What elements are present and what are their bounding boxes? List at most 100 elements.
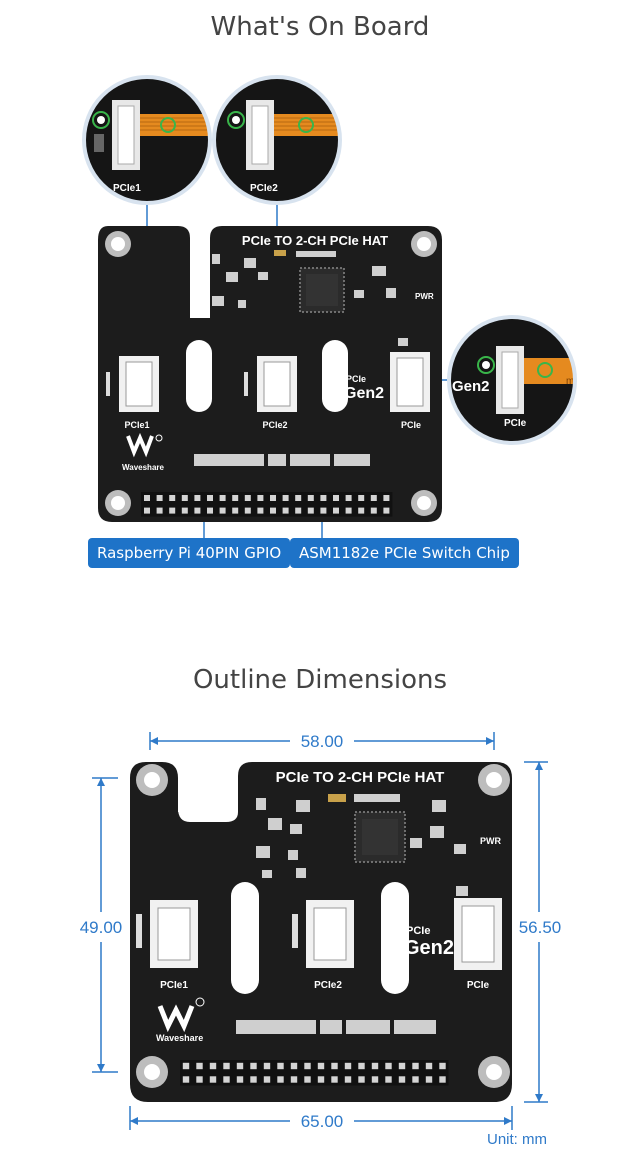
- board-slot-right: [322, 340, 348, 412]
- gpio-pin: [182, 1062, 190, 1070]
- gpio-pin: [333, 495, 339, 501]
- dimension-lines: [92, 732, 548, 1130]
- gpio-pin: [244, 507, 251, 514]
- section-title-outline-dimensions: Outline Dimensions: [192, 665, 448, 695]
- gpio-pin: [439, 1062, 446, 1070]
- smd-components: [212, 250, 408, 346]
- gpio-pin: [209, 1062, 217, 1070]
- gpio-pin: [370, 495, 377, 501]
- gpio-pin: [385, 1062, 392, 1070]
- dim-right-height: 56.50: [519, 918, 562, 937]
- gpio-pin: [232, 495, 239, 501]
- gen-big-silk: Gen2: [344, 385, 384, 402]
- gpio-pin: [282, 507, 289, 514]
- dim-bottom-width: 65.00: [301, 1112, 344, 1131]
- gpio-header: [141, 492, 393, 517]
- gpio-pin: [156, 495, 163, 501]
- ffc-connector-pcie: [390, 352, 430, 412]
- gen-small-silk-dim: PCIe: [406, 925, 430, 937]
- gpio-pin: [194, 495, 201, 501]
- gpio-pin: [344, 1076, 352, 1083]
- gpio-pin: [333, 507, 339, 514]
- gpio-pin: [250, 1062, 257, 1070]
- gpio-pin: [385, 1076, 392, 1083]
- gpio-pin: [169, 495, 176, 501]
- dim-top-width: 58.00: [301, 732, 344, 751]
- gpio-pin: [331, 1076, 338, 1083]
- unit-label: Unit: mm: [487, 1131, 547, 1148]
- gpio-pin: [317, 1062, 325, 1070]
- gpio-pin: [223, 1062, 230, 1070]
- pcie2-silk-dim: PCIe2: [314, 980, 342, 991]
- gpio-pin: [263, 1062, 271, 1070]
- gpio-pin: [290, 1076, 298, 1083]
- brand-silk-dim: Waveshare: [156, 1033, 203, 1043]
- gpio-pin: [412, 1062, 419, 1070]
- gpio-pin: [144, 507, 150, 514]
- bottom-components-dim: [236, 1020, 436, 1034]
- ffc-connector-pcie2-dim: [292, 900, 354, 968]
- gpio-pin: [194, 507, 201, 514]
- pwr-label: PWR: [415, 292, 434, 301]
- gpio-pin: [219, 495, 226, 501]
- zoom-pcie1: PCIe1: [82, 75, 212, 205]
- gpio-pin: [196, 1076, 203, 1083]
- gpio-pin: [425, 1062, 433, 1070]
- smd-components-dim: [256, 794, 468, 896]
- zoom-pcie-label: PCIe: [504, 418, 527, 429]
- zoom-cable-text: mm: [566, 376, 583, 387]
- gpio-pin: [270, 507, 276, 514]
- gpio-pin: [290, 1062, 298, 1070]
- gpio-pin: [236, 1076, 244, 1083]
- callout-gpio: Raspberry Pi 40PIN GPIO: [88, 538, 291, 568]
- mount-hole-br: [411, 490, 437, 516]
- board-notch: [190, 226, 210, 318]
- gpio-pin: [425, 1076, 433, 1083]
- gpio-pin: [219, 507, 226, 514]
- pcie2-silk: PCIe2: [262, 420, 287, 430]
- gpio-pin: [371, 1076, 379, 1083]
- dimension-arrows: [97, 737, 543, 1125]
- gen-small-silk: PCIe: [346, 374, 366, 384]
- gpio-pin: [320, 495, 327, 501]
- gpio-pin: [223, 1076, 230, 1083]
- waveshare-logo: [126, 432, 163, 458]
- gpio-pin: [277, 1062, 284, 1070]
- gpio-pin: [331, 1062, 338, 1070]
- zoom-pcie2-label: PCIe2: [250, 183, 278, 194]
- gpio-pin: [412, 1076, 419, 1083]
- gpio-header-dim: [180, 1060, 449, 1086]
- gpio-pin: [358, 1062, 365, 1070]
- zoom-pcie1-label: PCIe1: [113, 183, 141, 194]
- gpio-pin: [307, 507, 314, 514]
- gpio-pin: [398, 1062, 406, 1070]
- gpio-pin: [169, 507, 176, 514]
- mount-hole-br-dim: [478, 1056, 510, 1088]
- gpio-pin: [371, 1062, 379, 1070]
- pcie-switch-chip-dim: [354, 811, 406, 863]
- mount-hole-tr: [411, 231, 437, 257]
- gpio-pin: [307, 495, 314, 501]
- gpio-pin: [156, 507, 163, 514]
- gpio-pin: [236, 1062, 244, 1070]
- gpio-pin: [209, 1076, 217, 1083]
- gpio-pin: [181, 495, 188, 501]
- board-slot-left-dim: [231, 882, 259, 994]
- gpio-pin: [317, 1076, 325, 1083]
- gpio-pin: [207, 507, 213, 514]
- callout-chip: ASM1182e PCIe Switch Chip: [290, 538, 519, 568]
- zoom-pcie: mm Gen2 PCIe: [447, 315, 583, 445]
- pcie1-silk-dim: PCIe1: [160, 980, 188, 991]
- mount-hole-bl: [105, 490, 131, 516]
- board-title: PCIe TO 2-CH PCIe HAT: [242, 233, 388, 248]
- mount-hole-bl-dim: [136, 1056, 168, 1088]
- section-title-whats-on-board: What's On Board: [210, 12, 430, 42]
- gpio-pin: [263, 1076, 271, 1083]
- gpio-pin: [181, 507, 188, 514]
- gpio-pin: [257, 495, 264, 501]
- gpio-pin: [345, 495, 352, 501]
- gpio-pin: [320, 507, 327, 514]
- gen-big-silk-dim: Gen2: [404, 937, 454, 959]
- mount-hole-tl: [105, 231, 131, 257]
- ffc-connector-pcie1: [106, 356, 159, 412]
